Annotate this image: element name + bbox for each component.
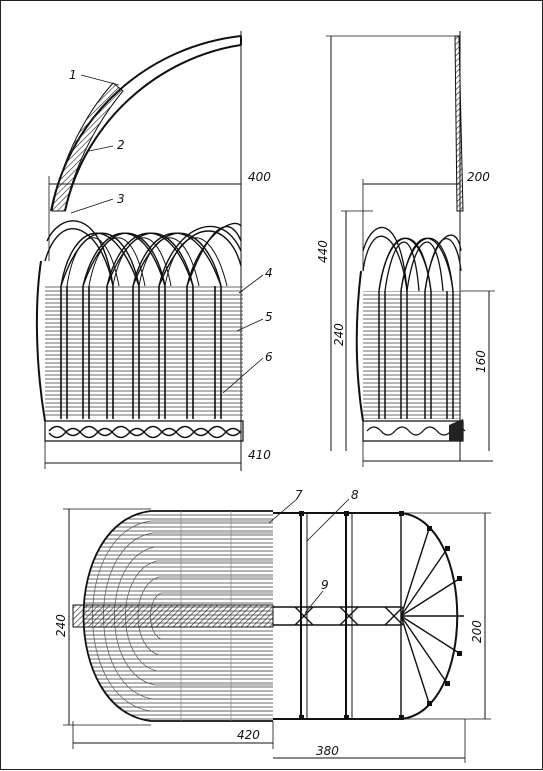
callout-4: 4 xyxy=(265,266,273,280)
callout-6: 6 xyxy=(265,350,273,364)
dim-plan-bottom-length: 420 xyxy=(237,728,260,742)
basket-handle xyxy=(50,35,242,212)
callout-5: 5 xyxy=(265,310,273,324)
dim-lower-height: 160 xyxy=(474,350,488,373)
dim-plan-frame-length: 380 xyxy=(316,744,339,758)
callout-2: 2 xyxy=(117,138,125,152)
plan-woven-half xyxy=(72,510,274,722)
callout-3: 3 xyxy=(117,192,125,206)
callout-1: 1 xyxy=(69,68,77,82)
dim-plan-left-height: 240 xyxy=(54,614,68,637)
dim-total-height: 440 xyxy=(316,240,330,263)
callout-9: 9 xyxy=(321,578,329,592)
front-view: 400 410 1 2 3 4 5 6 xyxy=(35,31,273,471)
basket-body-front xyxy=(35,220,244,442)
callout-7: 7 xyxy=(295,488,303,502)
dim-top-depth: 200 xyxy=(467,170,490,184)
dim-plan-right-height: 200 xyxy=(470,620,484,643)
callout-8: 8 xyxy=(351,488,359,502)
dim-body-height: 240 xyxy=(332,323,346,346)
side-view: 440 240 200 160 xyxy=(316,31,495,467)
dim-base-width: 410 xyxy=(248,448,271,462)
plan-view: 240 200 420 380 7 8 9 xyxy=(54,488,491,763)
plan-frame-half xyxy=(273,511,464,720)
dim-handle-width: 400 xyxy=(248,170,271,184)
